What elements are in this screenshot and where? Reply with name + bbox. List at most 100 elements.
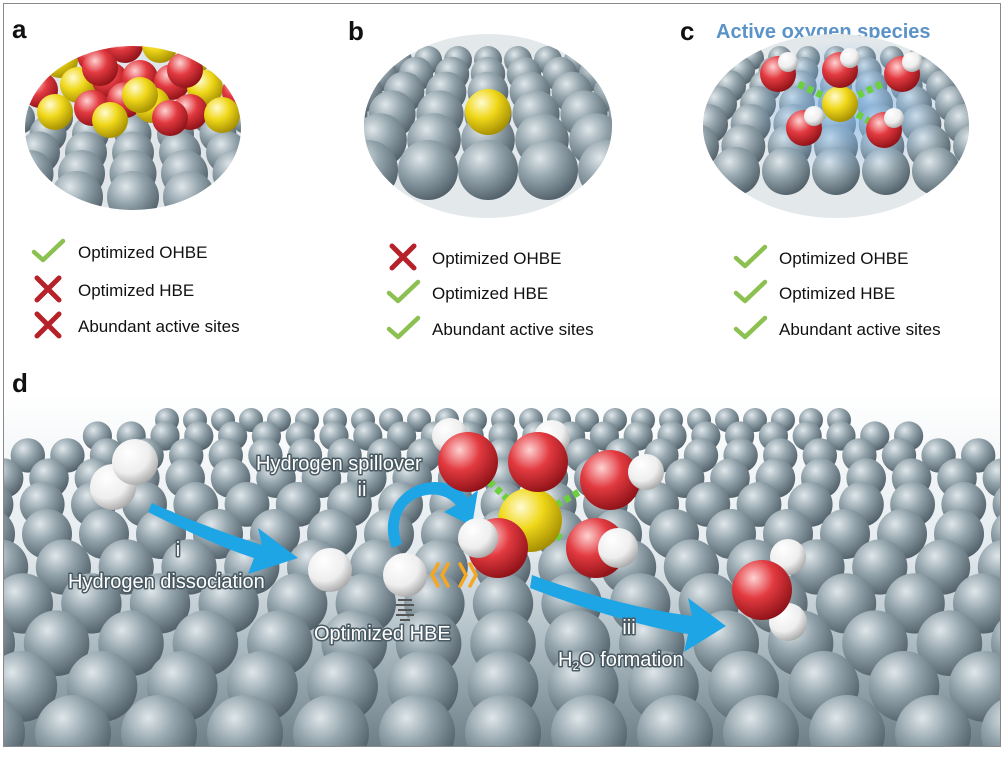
surface-atom [608,90,612,138]
surface-atom [600,57,628,85]
cross-icon [392,246,414,268]
check-icon [736,282,765,301]
surface-atom [992,46,1006,70]
surface-atom [0,132,13,174]
criterion-label: Abundant active sites [78,317,240,336]
surface-atom [624,46,652,74]
criterion-label: Optimized OHBE [78,243,207,262]
spring-icon [396,599,414,621]
dopant-atom [92,102,128,138]
surface-atom [962,147,969,195]
surface-atom [656,46,680,70]
surface-atom [364,46,382,74]
surface-atom [291,57,325,91]
check-icon [34,241,63,260]
adsorbed-hydrogen-atom [308,548,352,592]
surface-atom [703,57,724,85]
surface-atom [703,104,728,144]
oxygen-atom [82,50,118,86]
surface-atom [299,113,353,167]
surface-atom [703,147,710,195]
dopant-atom [204,97,240,133]
surface-atom [331,171,383,223]
surface-atom [285,116,322,153]
surface-atom [4,651,58,722]
criterion-label: Optimized HBE [779,284,895,303]
surface-atom [982,458,1000,498]
active-oxygen-cluster [432,418,664,578]
surface-atom [465,695,541,746]
surface-atom [948,651,1000,722]
surface-atom [687,57,721,91]
bond [838,79,885,108]
surface-atom [324,46,352,74]
surface-atom [272,90,319,137]
hydrogen-atom [458,518,498,558]
step-ii-label: Hydrogen spillover [256,453,422,475]
check-icon [389,282,418,301]
hydrogen-atom [598,528,638,568]
criterion-row: Abundant active sites [389,318,594,339]
surface-atom [0,150,2,197]
surface-atom [645,104,685,144]
surface-atom [253,132,295,174]
panel-a: a Optimized OHBE Optimized HBE Abundant … [0,14,383,336]
oxygen-atom [508,432,568,492]
surface-atom [25,171,47,210]
criterion-row: Optimized HBE [736,282,895,303]
step-iii-numeral: iii [622,617,635,639]
surface-atom [664,57,692,85]
surface-atom [662,86,698,122]
surface-atom [981,700,1000,746]
panel-a-criteria: Optimized OHBE Optimized HBE Abundant ac… [34,241,240,336]
hydrogen-atom [902,52,922,72]
surface-atom [623,113,677,167]
surface-atom [4,699,25,746]
criterion-label: Abundant active sites [779,320,941,339]
criterion-row: Optimized OHBE [34,241,207,262]
curved-arrow-icon [387,481,478,548]
surface-atom [629,124,673,168]
oxygen-atom [167,52,203,88]
bond [795,79,842,108]
surface-atom [953,124,969,169]
surface-atom [964,46,969,70]
criterion-row: Optimized HBE [37,278,194,300]
surface-atom [219,171,241,210]
surface-atom [293,695,369,746]
check-icon [389,318,418,337]
surface-atom [51,171,103,210]
wave-icon [430,562,478,588]
panel-d-label: d [12,368,28,398]
surface-atom [612,147,660,195]
surface-atom [628,46,652,70]
surface-atom [703,46,708,70]
criterion-label: Optimized OHBE [779,249,908,268]
criterion-label: Optimized OHBE [432,249,561,268]
surface-atom [643,70,675,102]
criterion-row: Abundant active sites [736,318,941,339]
cross-icon [37,314,59,336]
surface-atom [300,132,342,174]
surface-atom [712,46,736,70]
hydrogen-atom [778,52,798,72]
surface-atom [637,695,713,746]
check-icon [736,318,765,337]
surface-atom [992,487,1000,522]
surface-atom [980,57,1006,85]
dopant-atom [37,94,73,130]
h2-molecule [90,439,158,510]
panel-a-illustration [0,46,383,223]
surface-atom [809,695,885,746]
surface-atom [316,150,363,197]
surface-atom [264,150,311,197]
oxygen-atom [438,432,498,492]
surface-atom [242,116,279,153]
surface-atom [997,70,1006,102]
surface-atom [974,86,1006,122]
panel-a-label: a [12,14,27,44]
surface-atom [275,171,327,223]
surface-atom [25,150,54,197]
surface-atom [632,57,660,85]
surface-atom [458,140,518,200]
